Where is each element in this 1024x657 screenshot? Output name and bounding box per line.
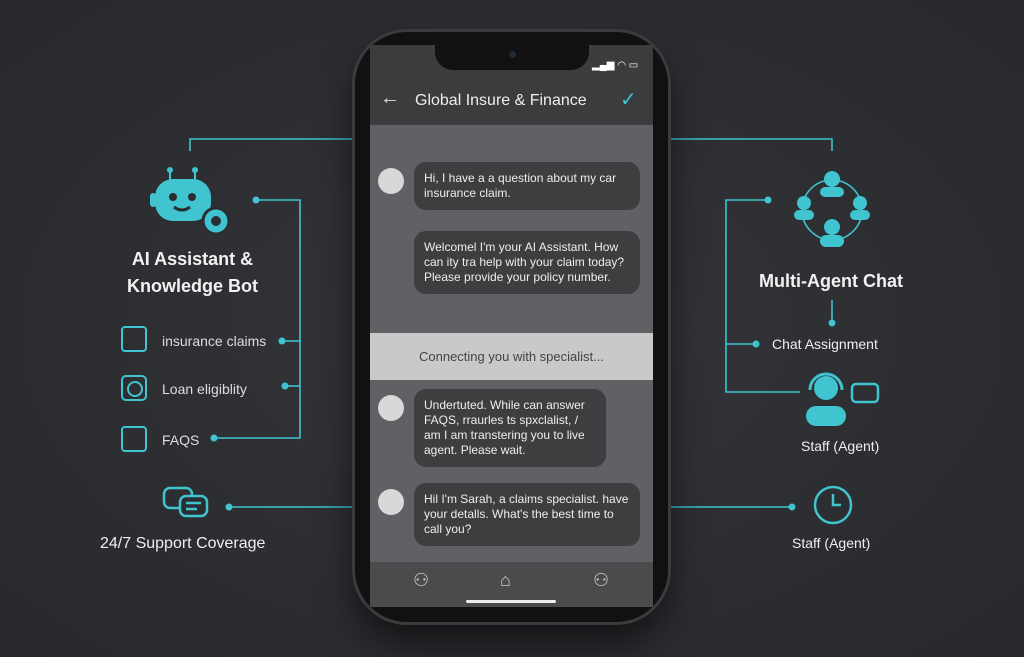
profile-icon[interactable]: ⚇ <box>413 570 430 590</box>
clock-icon <box>813 485 853 525</box>
profile-icon-2[interactable]: ⚇ <box>593 570 610 590</box>
staff-agent-label: Staff (Agent) <box>801 438 880 454</box>
multi-agent-title: Multi-Agent Chat <box>759 271 903 291</box>
document-icon <box>121 326 147 352</box>
title-line: AI Assistant & <box>131 249 254 269</box>
multi-agent-icon <box>794 171 870 247</box>
ai-assistant-title: AI Assistant & Knowledge Bot <box>100 246 285 300</box>
bottom-nav: ⚇ ⌂ ⚇ <box>370 562 653 607</box>
check-icon[interactable]: ✓ <box>620 89 637 111</box>
chat-header: ← Global Insure & Finance ✓ <box>370 75 653 125</box>
title-line: Knowledge Bot <box>127 276 258 296</box>
status-icons: ▂▄▆ ◠ ▭ <box>592 60 639 71</box>
feature-faqs: FAQS <box>162 432 200 448</box>
chat-assignment-label: Chat Assignment <box>772 336 878 352</box>
connecting-banner: Connecting you with specialist... <box>370 333 653 380</box>
agent-avatar <box>378 395 404 421</box>
robot-gear-icon <box>150 167 231 236</box>
feature-insurance-claims: insurance claims <box>162 333 267 349</box>
message-bubble: Hil I'm Sarah, a claims specialist. have… <box>414 483 640 546</box>
staff-agent-label-2: Staff (Agent) <box>792 535 871 551</box>
chat-title: Global Insure & Finance <box>415 92 587 109</box>
headset-agent-icon <box>806 372 880 426</box>
message-bubble: Hi, I have a a question about my car ins… <box>414 162 640 210</box>
home-icon[interactable]: ⌂ <box>500 570 511 590</box>
phone-notch <box>435 40 589 70</box>
message-bubble: Undertuted. While can answer FAQS, rraur… <box>414 389 606 467</box>
message-bubble: Welcomel I'm your AI Assistant. How can … <box>414 231 640 294</box>
support-coverage-label: 24/7 Support Coverage <box>100 535 266 552</box>
agent-avatar <box>378 489 404 515</box>
back-arrow-icon[interactable]: ← <box>380 87 400 109</box>
home-indicator <box>466 600 556 603</box>
folder-clock-icon <box>121 426 147 452</box>
feature-loan-eligibility: Loan eligiblity <box>162 381 247 397</box>
chat-bubbles-icon <box>162 486 209 518</box>
document-circle-icon <box>121 375 147 401</box>
bot-avatar <box>378 168 404 194</box>
